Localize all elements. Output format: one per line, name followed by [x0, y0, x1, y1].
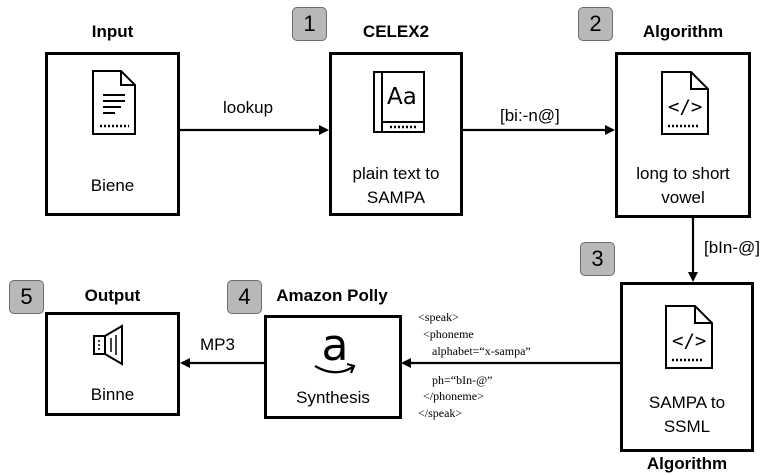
edge-label-lookup: lookup	[223, 98, 274, 117]
polly-box: a Synthesis	[264, 315, 402, 419]
ssml-line-speak-close: </speak>	[418, 406, 463, 420]
step-badge-3: 3	[580, 242, 615, 276]
polly-caption: Synthesis	[296, 388, 370, 407]
input-caption: Biene	[90, 176, 135, 195]
algo1-caption-line2: vowel	[661, 188, 705, 207]
output-caption: Binne	[90, 385, 135, 404]
celex-box: Aa plain text to SAMPA	[329, 52, 463, 216]
input-box: Biene	[45, 52, 180, 216]
celex-title: CELEX2	[362, 22, 430, 41]
ssml-line-phoneme-open: <phoneme	[423, 327, 474, 341]
algo2-caption-line1: SAMPA to	[648, 393, 726, 412]
celex-caption-line1: plain text to	[352, 164, 440, 183]
algo2-box: </> SAMPA to SSML	[620, 282, 754, 452]
step-badge-4: 4	[227, 280, 262, 314]
output-box: Binne	[45, 312, 180, 416]
ssml-line-alphabet: alphabet=“x-sampa”	[432, 344, 531, 358]
algo1-box: </> long to short vowel	[615, 52, 751, 218]
input-title: Input	[91, 22, 134, 41]
algo1-title: Algorithm	[642, 22, 724, 41]
algo2-caption-line2: SSML	[663, 417, 711, 436]
step-badge-5: 5	[9, 280, 44, 314]
edge-label-mp3: MP3	[200, 335, 235, 354]
speaker-icon	[93, 324, 123, 366]
ssml-line-ph: ph=“bIn-@”	[432, 373, 493, 387]
amazon-logo-letter: a	[322, 322, 349, 371]
svg-text:Aa: Aa	[387, 84, 417, 110]
ssml-line-speak-open: <speak>	[418, 310, 459, 324]
dictionary-icon: Aa	[373, 71, 425, 133]
edge-label-sampa-long: [bi:-n@]	[500, 106, 560, 125]
code-file-icon: </>	[665, 305, 713, 369]
polly-title: Amazon Polly	[276, 286, 388, 305]
amazon-logo-icon: a	[314, 322, 356, 374]
output-title: Output	[84, 286, 141, 305]
step-badge-2: 2	[578, 7, 613, 41]
document-icon	[92, 70, 136, 135]
step-badge-1: 1	[292, 7, 327, 41]
svg-text:</>: </>	[672, 330, 706, 352]
svg-text:</>: </>	[668, 96, 702, 118]
code-file-icon: </>	[661, 71, 709, 135]
edge-label-sampa-short: [bIn-@]	[704, 238, 760, 257]
algo2-title: Algorithm	[646, 454, 728, 473]
algo1-caption-line1: long to short	[636, 164, 730, 183]
celex-caption-line2: SAMPA	[366, 188, 426, 207]
ssml-line-phoneme-close: </phoneme>	[423, 389, 484, 403]
